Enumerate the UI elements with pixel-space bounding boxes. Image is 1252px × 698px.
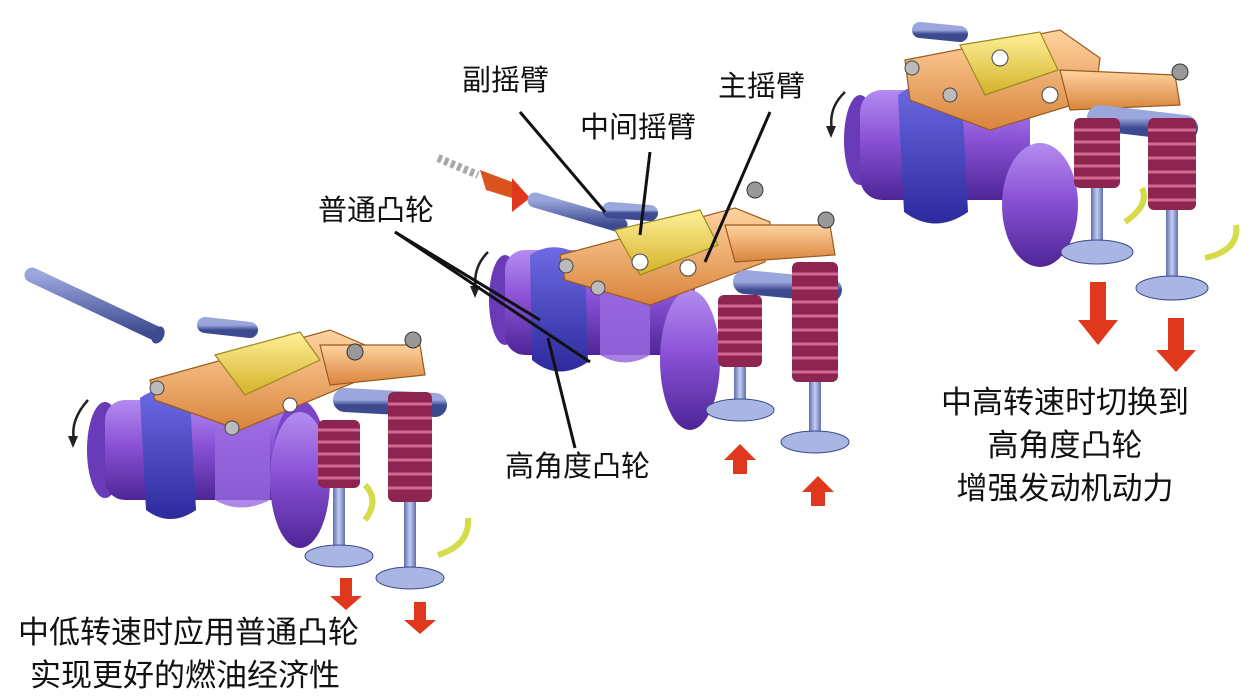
valve-motion-arrow-icon — [802, 476, 834, 506]
caption-high-speed-line3: 增强发动机动力 — [915, 468, 1215, 511]
valve-motion-arrow-icon — [1156, 318, 1196, 372]
label-normal-cam: 普通凸轮 — [318, 196, 434, 225]
valve-motion-arrow-icon — [404, 602, 436, 634]
caption-high-speed-line1: 中高转速时切换到 — [915, 382, 1215, 425]
valve-motion-arrow-icon — [1078, 282, 1118, 345]
label-middle-rocker: 中间摇臂 — [580, 113, 696, 142]
control-rod — [32, 275, 155, 333]
caption-low-speed: 中低转速时应用普通凸轮 实现更好的燃油经济性 — [18, 612, 359, 698]
valve-motion-arrow-icon — [330, 578, 362, 610]
label-high-angle-cam: 高角度凸轮 — [505, 452, 650, 481]
rotation-arrow-icon — [831, 92, 845, 130]
switching-assembly — [395, 112, 849, 506]
low-speed-assembly — [32, 275, 468, 634]
label-primary-rocker: 主摇臂 — [718, 72, 805, 101]
rotation-arrow-icon — [73, 400, 88, 440]
high-speed-assembly — [826, 30, 1236, 372]
label-secondary-rocker: 副摇臂 — [462, 66, 549, 95]
caption-high-speed-line2: 高角度凸轮 — [915, 425, 1215, 468]
caption-low-speed-line1: 中低转速时应用普通凸轮 — [18, 612, 359, 655]
valve-motion-arrow-icon — [724, 444, 756, 474]
valve-right — [1136, 118, 1208, 300]
caption-high-speed: 中高转速时切换到 高角度凸轮 增强发动机动力 — [915, 382, 1215, 510]
caption-low-speed-line2: 实现更好的燃油经济性 — [18, 655, 359, 698]
hydraulic-piston — [480, 170, 512, 198]
valve-right — [376, 392, 444, 589]
